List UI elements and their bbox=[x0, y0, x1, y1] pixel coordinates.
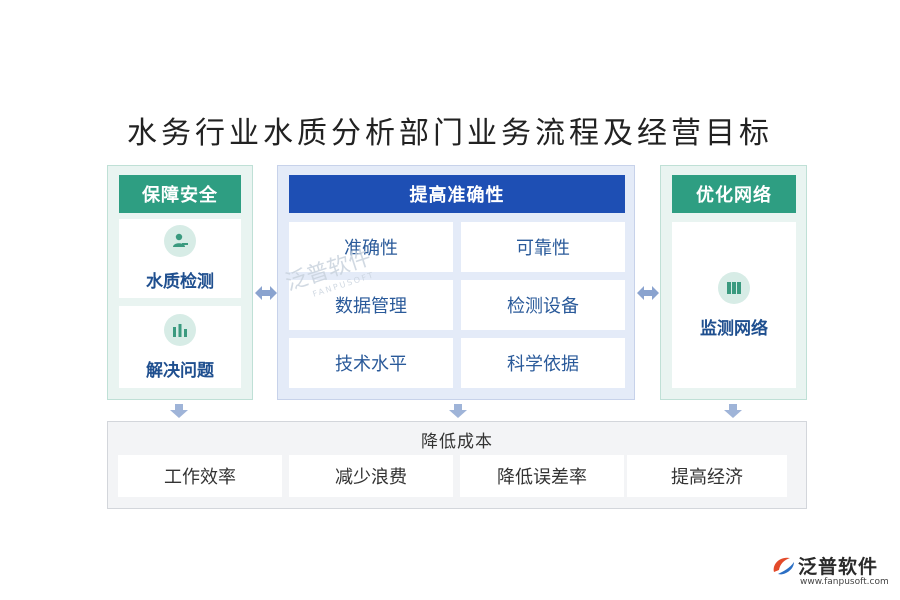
center-cell: 科学依据 bbox=[461, 338, 625, 388]
right-card-label: 监测网络 bbox=[700, 318, 768, 339]
left-card-water-test: 水质检测 bbox=[119, 219, 241, 298]
center-cell: 数据管理 bbox=[289, 280, 453, 330]
left-panel-header: 保障安全 bbox=[119, 175, 241, 213]
down-arrow-icon bbox=[724, 404, 742, 418]
double-arrow-icon bbox=[637, 286, 659, 300]
bottom-panel-header: 降低成本 bbox=[421, 432, 493, 452]
brand-logo: 泛普软件 bbox=[770, 552, 878, 579]
center-cell: 准确性 bbox=[289, 222, 453, 272]
brand-url: www.fanpusoft.com bbox=[800, 577, 889, 587]
double-arrow-icon bbox=[255, 286, 277, 300]
left-card-label: 解决问题 bbox=[146, 360, 214, 381]
right-panel-header: 优化网络 bbox=[672, 175, 796, 213]
down-arrow-icon bbox=[449, 404, 467, 418]
bottom-cell: 减少浪费 bbox=[289, 455, 453, 497]
grid-icon bbox=[718, 271, 750, 304]
center-cell: 检测设备 bbox=[461, 280, 625, 330]
bottom-cell: 提高经济 bbox=[627, 455, 787, 497]
left-card-label: 水质检测 bbox=[146, 272, 214, 292]
center-cell: 技术水平 bbox=[289, 338, 453, 388]
brand-name: 泛普软件 bbox=[798, 556, 879, 578]
center-cell: 可靠性 bbox=[461, 222, 625, 272]
right-card-monitor-network: 监测网络 bbox=[672, 222, 796, 388]
bottom-cell: 降低误差率 bbox=[460, 455, 624, 497]
bottom-cell: 工作效率 bbox=[118, 455, 282, 497]
page-title: 水务行业水质分析部门业务流程及经营目标 bbox=[127, 116, 773, 151]
bar-chart-icon bbox=[164, 313, 196, 346]
fanpu-logo-icon bbox=[773, 557, 794, 574]
left-card-solve-problem: 解决问题 bbox=[119, 306, 241, 388]
center-panel-header: 提高准确性 bbox=[289, 175, 625, 213]
down-arrow-icon bbox=[170, 404, 188, 418]
user-check-icon bbox=[164, 225, 196, 257]
